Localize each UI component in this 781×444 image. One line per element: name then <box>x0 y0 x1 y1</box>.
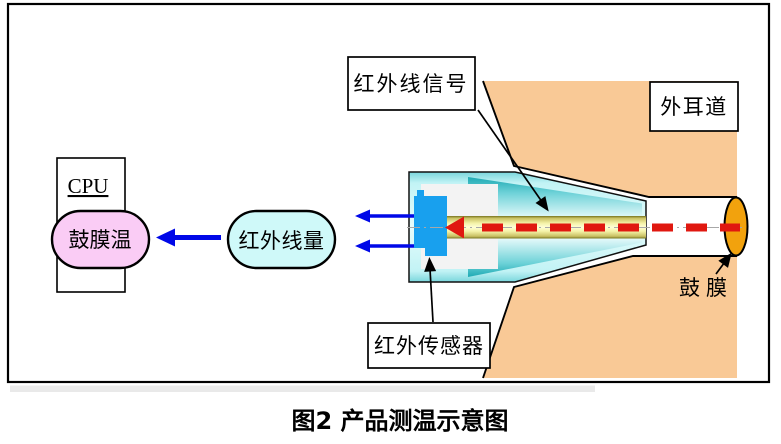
infrared-signal-label: 红外线信号 <box>354 72 469 96</box>
infrared-sensor-label: 红外传感器 <box>374 334 484 358</box>
eardrum-temp-label: 鼓膜温 <box>69 228 132 252</box>
sensor-output-arrow-top-head <box>355 209 370 223</box>
eardrum-temp-pill <box>50 209 151 270</box>
eardrum-arrow <box>715 252 732 275</box>
infrared-sensor-arrow <box>424 257 437 323</box>
table-cell-shadow <box>10 385 595 392</box>
data-arrow-main-head <box>156 228 175 247</box>
sensor-output-arrow-bottom-head <box>355 239 370 253</box>
figure-caption: 图2 产品测温示意图 <box>291 407 508 435</box>
ear-canal-lower-wall <box>483 256 737 378</box>
eardrum-label: 鼓膜 <box>679 276 733 300</box>
ear-canal-box <box>649 81 739 132</box>
infrared-amount-label: 红外线量 <box>239 229 325 253</box>
infrared-amount-pill <box>226 209 337 270</box>
infrared-sensor-box <box>367 322 491 369</box>
cpu-label: CPU <box>68 174 109 198</box>
signal-arrowhead <box>445 216 464 239</box>
ear-canal-upper-wall-outline <box>482 80 737 198</box>
ear-canal-lower-wall-outline <box>482 255 737 379</box>
infrared-signal-box <box>347 56 476 111</box>
infrared-sensor-shape <box>414 190 447 256</box>
infrared-signal-arrow <box>477 109 549 212</box>
ear-canal-label: 外耳道 <box>660 95 728 119</box>
